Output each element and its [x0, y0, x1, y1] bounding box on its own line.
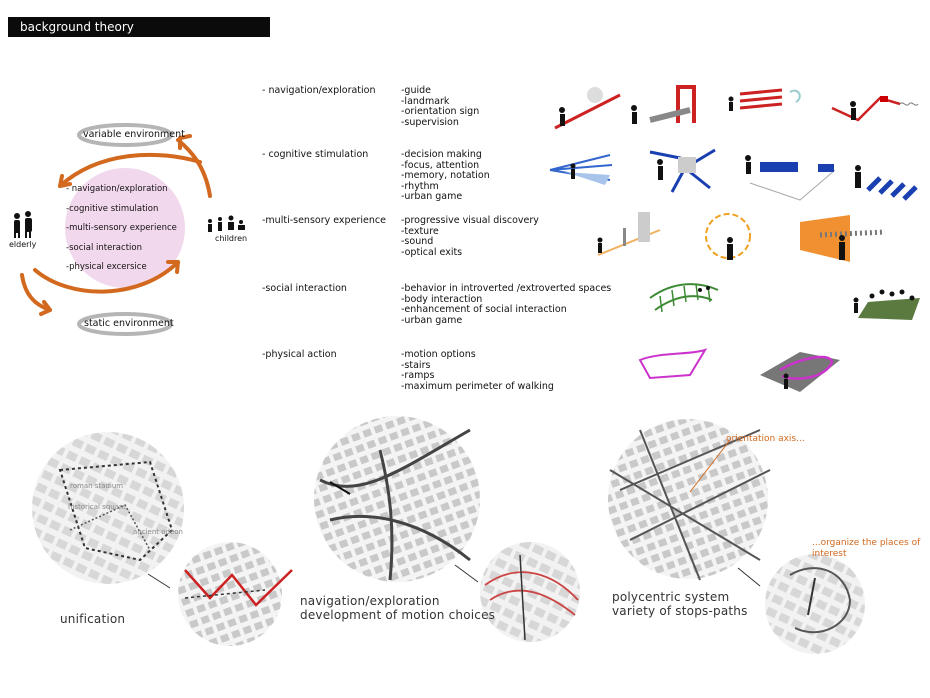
caption-line: development of motion choices: [300, 608, 496, 622]
note-line: ...organize the places of: [812, 538, 921, 548]
category-items: -decision making -focus, attention -memo…: [401, 149, 490, 203]
category-item: -motion options: [401, 349, 476, 360]
elderly-label: elderly: [9, 240, 37, 249]
caption-unification: unification: [60, 612, 126, 626]
variable-environment-label: variable environment: [83, 129, 185, 140]
caption-line: polycentric system: [612, 590, 730, 604]
organize-note: ...organize the places of interest: [812, 538, 920, 560]
category-items: -motion options -stairs -ramps -maximum …: [401, 349, 554, 392]
caption-line: variety of stops-paths: [612, 604, 748, 618]
category-label: -physical action: [262, 349, 337, 360]
cycle-item: -physical excersice: [66, 262, 147, 273]
category-item: -rhythm: [401, 180, 439, 192]
category-item: -maximum perimeter of walking: [401, 380, 554, 392]
static-environment-label: static environment: [84, 318, 174, 329]
map-circle-4: [480, 542, 580, 642]
arrow-1: [147, 573, 171, 589]
cycle-arrows: [20, 134, 212, 316]
map-label: roman stadium: [70, 482, 124, 490]
elderly-figures: [14, 211, 32, 238]
category-item: -guide: [401, 85, 431, 96]
category-item: -ramps: [401, 370, 435, 381]
category-items: -guide -landmark -orientation sign -supe…: [401, 85, 480, 128]
category-items: -behavior in introverted /extroverted sp…: [401, 283, 612, 326]
category-item: -stairs: [401, 359, 431, 371]
category-label: - navigation/exploration: [262, 85, 376, 96]
category-item: -focus, attention: [401, 159, 480, 171]
pink-circle: [65, 168, 185, 288]
category-item: -enhancement of social interaction: [401, 304, 567, 315]
orientation-note: orientation axis...: [726, 434, 805, 444]
caption-line: navigation/exploration: [300, 594, 440, 608]
category-label: -social interaction: [262, 283, 347, 294]
cycle-item: - navigation/exploration: [66, 184, 168, 194]
category-item: -progressive visual discovery: [401, 215, 539, 226]
cycle-item: -cognitive stimulation: [66, 203, 159, 214]
map-circle-1: [32, 432, 184, 584]
category-label: - cognitive stimulation: [262, 149, 369, 160]
category-item: -decision making: [401, 149, 482, 160]
map-circle-2: [178, 542, 293, 646]
caption-navigation: navigation/exploration development of mo…: [300, 594, 495, 622]
navigation-pictograms: [554, 85, 919, 130]
variable-environment-shape: [77, 123, 173, 147]
category-item: -urban game: [401, 314, 463, 326]
map-label: historical square: [68, 503, 127, 511]
children-label: children: [215, 234, 248, 243]
category-item: -body interaction: [401, 293, 483, 305]
category-item: -urban game: [401, 191, 463, 202]
category-label: -multi-sensory experience: [262, 215, 386, 226]
map-circle-6: [765, 554, 865, 654]
caption-polycentric: polycentric system variety of stops-path…: [612, 590, 748, 618]
arrow-3: [737, 567, 761, 587]
section-title: background theory: [8, 17, 270, 37]
cycle-item: -social interaction: [66, 242, 142, 253]
category-item: -landmark: [401, 95, 450, 107]
map-circle-3: [314, 416, 480, 582]
arrow-2: [454, 564, 479, 583]
note-line: interest: [812, 549, 847, 559]
multisensory-pictograms: [597, 212, 886, 262]
category-item: -orientation sign: [401, 106, 480, 117]
category-item: -supervision: [401, 116, 459, 128]
social-pictograms: [649, 283, 920, 320]
map-circle-5: [608, 419, 771, 581]
category-item: -optical exits: [401, 246, 463, 258]
category-item: -sound: [401, 236, 434, 247]
children-figures: [208, 215, 245, 232]
cognitive-pictograms: [549, 148, 918, 201]
category-item: -texture: [401, 225, 439, 237]
static-environment-shape: [77, 312, 173, 336]
category-item: -memory, notation: [401, 170, 490, 181]
map-label: ancient odeon: [133, 528, 183, 536]
cycle-item-list: - navigation/exploration -cognitive stim…: [66, 180, 186, 278]
cycle-item: -multi-sensory experience: [66, 223, 177, 234]
physical-pictograms: [638, 348, 840, 392]
category-item: -behavior in introverted /extroverted sp…: [401, 283, 612, 294]
category-items: -progressive visual discovery -texture -…: [401, 215, 539, 258]
